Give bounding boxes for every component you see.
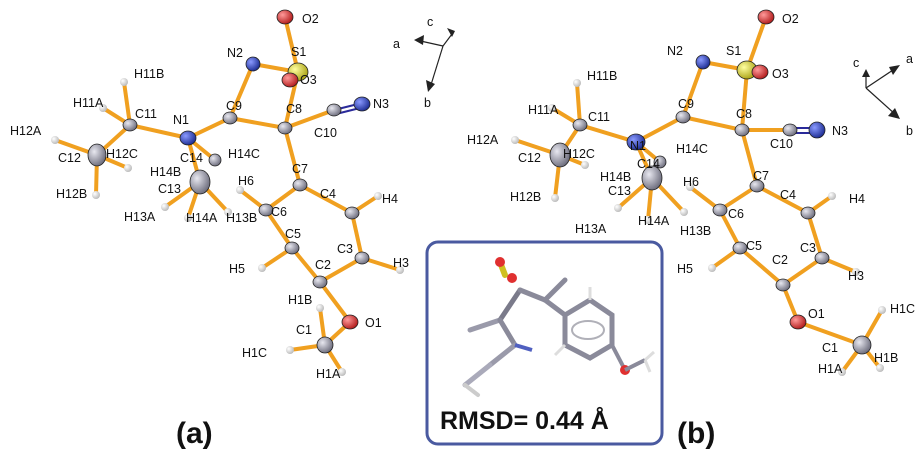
label-S1: S1 <box>726 44 741 58</box>
inset-frame <box>425 240 664 446</box>
label-H1A: H1A <box>818 362 843 376</box>
label-H5: H5 <box>229 262 245 276</box>
label-H13A: H13A <box>124 210 156 224</box>
crystal-axes-b: a b c <box>853 52 913 138</box>
label-C10: C10 <box>314 126 337 140</box>
label-H14B: H14B <box>150 165 181 179</box>
label-H14B: H14B <box>600 170 631 184</box>
atoms-a <box>51 9 404 376</box>
label-H1B: H1B <box>288 293 312 307</box>
label-H1A: H1A <box>316 367 341 381</box>
label-H12C: H12C <box>563 147 595 161</box>
bonds-a <box>53 15 402 374</box>
label-O1: O1 <box>365 316 382 330</box>
label-C9: C9 <box>226 99 242 113</box>
label-H3: H3 <box>393 256 409 270</box>
label-O3: O3 <box>772 67 789 81</box>
crystal-axes-a: a b c <box>393 15 455 110</box>
label-H12B: H12B <box>56 187 87 201</box>
label-N2: N2 <box>227 46 243 60</box>
atom-labels-a: O2 S1 O3 N2 C9 C8 N3 C10 N1 C11 H11B H11… <box>10 12 409 381</box>
label-H11A: H11A <box>528 103 559 117</box>
label-H6: H6 <box>238 174 254 188</box>
label-C2: C2 <box>315 258 331 272</box>
label-C6: C6 <box>271 205 287 219</box>
label-C5: C5 <box>746 239 762 253</box>
overlay-inset: RMSD= 0.44 Å <box>425 240 664 446</box>
axis-label-c: c <box>853 56 859 70</box>
label-H3: H3 <box>848 269 864 283</box>
axis-label-b: b <box>906 124 913 138</box>
label-H1C: H1C <box>890 302 915 316</box>
label-C4: C4 <box>780 188 796 202</box>
label-C4: C4 <box>320 187 336 201</box>
rmsd-value: RMSD= 0.44 Å <box>440 406 609 435</box>
label-H5: H5 <box>677 262 693 276</box>
atom-labels-b: O2 S1 O3 N2 C9 C8 N3 C10 N1 C11 H11B H11… <box>467 12 915 376</box>
label-C8: C8 <box>736 107 752 121</box>
label-H11A: H11A <box>73 96 104 110</box>
label-O2: O2 <box>782 12 799 26</box>
label-H13B: H13B <box>226 211 257 225</box>
label-H14C: H14C <box>676 142 708 156</box>
label-H12A: H12A <box>467 133 499 147</box>
label-C9: C9 <box>678 97 694 111</box>
label-O2: O2 <box>302 12 319 26</box>
label-C13: C13 <box>608 184 631 198</box>
molecule-a: O2 S1 O3 N2 C9 C8 N3 C10 N1 C11 H11B H11… <box>10 9 455 449</box>
label-N2: N2 <box>667 44 683 58</box>
label-C8: C8 <box>286 102 302 116</box>
panel-label-a: (a) <box>176 417 213 449</box>
label-H4: H4 <box>849 192 865 206</box>
label-C12: C12 <box>518 151 541 165</box>
label-C3: C3 <box>337 242 353 256</box>
label-N3: N3 <box>373 97 389 111</box>
label-C13: C13 <box>158 182 181 196</box>
label-C1: C1 <box>296 323 312 337</box>
axis-label-a: a <box>393 37 400 51</box>
label-H14C: H14C <box>228 147 260 161</box>
label-C14: C14 <box>637 157 660 171</box>
label-H11B: H11B <box>134 67 164 81</box>
atoms-b <box>511 9 886 376</box>
label-O3: O3 <box>300 73 317 87</box>
axis-label-b: b <box>424 96 431 110</box>
label-H12C: H12C <box>106 147 138 161</box>
label-H14A: H14A <box>638 214 670 228</box>
label-C6: C6 <box>728 207 744 221</box>
label-H12A: H12A <box>10 124 42 138</box>
label-H12B: H12B <box>510 190 541 204</box>
label-H11B: H11B <box>587 69 617 83</box>
panel-label-b: (b) <box>677 417 715 449</box>
label-C3: C3 <box>800 241 816 255</box>
label-C14: C14 <box>180 151 203 165</box>
label-N1: N1 <box>173 113 189 127</box>
label-C2: C2 <box>772 253 788 267</box>
label-H4: H4 <box>382 192 398 206</box>
molecule-b: O2 S1 O3 N2 C9 C8 N3 C10 N1 C11 H11B H11… <box>467 9 915 449</box>
label-C1: C1 <box>822 341 838 355</box>
label-H14A: H14A <box>186 211 218 225</box>
label-C11: C11 <box>135 107 157 121</box>
label-H6: H6 <box>683 175 699 189</box>
label-C12: C12 <box>58 151 81 165</box>
axis-label-c: c <box>427 15 433 29</box>
label-C5: C5 <box>285 227 301 241</box>
label-C7: C7 <box>753 169 769 183</box>
label-N1: N1 <box>630 139 646 153</box>
overlay-structure <box>462 257 655 397</box>
label-N3: N3 <box>832 124 848 138</box>
label-S1: S1 <box>291 45 306 59</box>
label-C10: C10 <box>770 137 793 151</box>
axis-label-a: a <box>906 52 913 66</box>
label-C7: C7 <box>292 162 308 176</box>
label-H1C: H1C <box>242 346 267 360</box>
label-H1B: H1B <box>874 351 898 365</box>
label-O1: O1 <box>808 307 825 321</box>
label-C11: C11 <box>588 110 610 124</box>
label-H13A: H13A <box>575 222 607 236</box>
label-H13B: H13B <box>680 224 711 238</box>
